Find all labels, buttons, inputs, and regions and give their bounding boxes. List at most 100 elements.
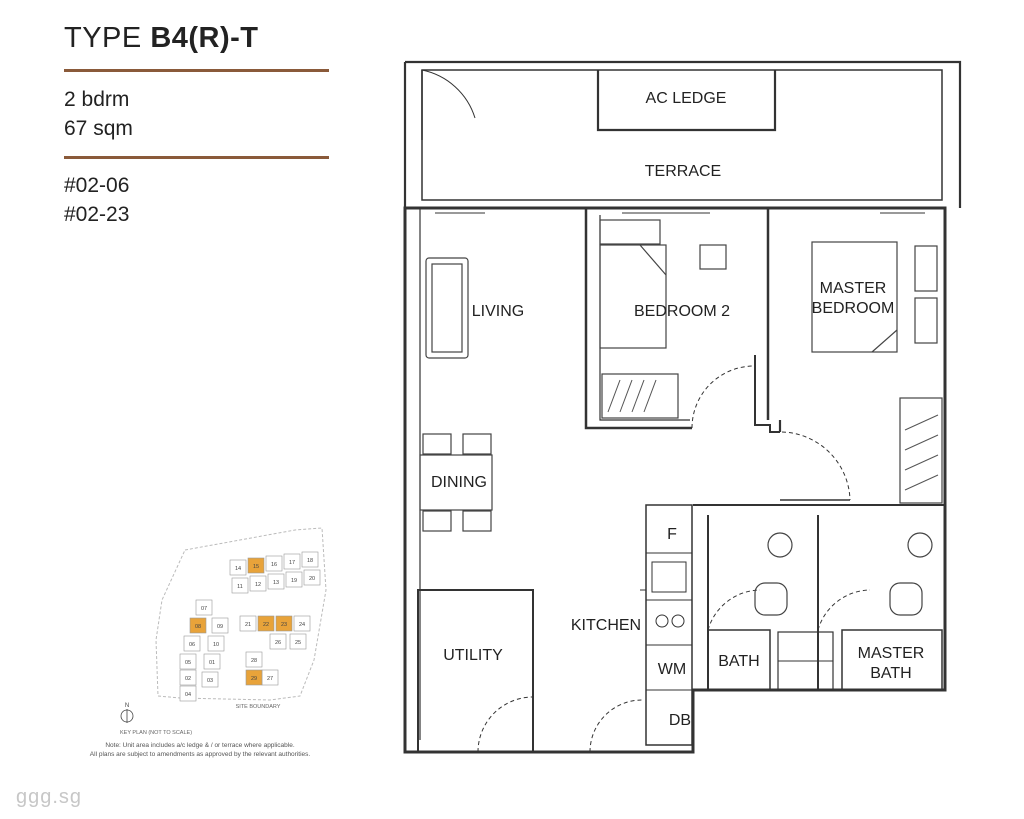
key-plan-block-label: 03 [207,678,213,684]
key-plan-block [179,685,197,702]
key-plan-block [265,555,283,572]
dining-table [419,454,493,511]
divider-top [64,69,329,72]
key-plan-block-label: 14 [235,566,241,572]
key-plan-block-label: 12 [255,582,261,588]
key-plan-block [207,635,225,652]
key-plan-block-label: 08 [195,624,201,630]
key-plan-block [289,633,307,650]
master-bed [811,241,898,353]
key-plan-block [195,599,213,616]
bedroom2-wardrobe [599,219,661,245]
terrace-outer-wall [405,60,962,208]
label-master-bath-2: BATH [870,665,911,682]
key-plan-block [293,615,311,632]
key-plan-block [283,553,301,570]
label-bedroom2: BEDROOM 2 [634,303,730,320]
key-plan-block [275,615,293,632]
label-dining: DINING [431,474,487,491]
unit-outer-wall [403,206,947,754]
key-plan-block-label: 22 [263,622,269,628]
key-plan-block-label: 18 [307,558,313,564]
utility-door-swing [477,696,534,753]
key-plan-block [301,551,319,568]
stove-icon [655,614,669,628]
unit-area: 67 sqm [64,117,133,140]
label-master-bedroom-1: MASTER [820,280,887,297]
bedroom2-table [699,244,727,270]
key-plan-block-label: 13 [273,580,279,586]
key-plan-block [249,575,267,592]
unit-type-title: TYPE B4(R)-T [64,22,259,55]
utility-wall [417,589,534,753]
sink-icon [651,561,687,593]
key-plan-block-label: 07 [201,606,207,612]
key-plan-block [257,615,275,632]
key-plan-block [245,651,263,668]
key-plan-block-label: 20 [309,576,315,582]
key-plan-block [245,669,263,686]
sofa-icon [425,257,469,359]
key-plan-block-label: 19 [291,578,297,584]
unit-number-2: #02-23 [64,203,130,226]
bath-toilet-icon [754,582,788,616]
label-living: LIVING [472,303,524,320]
key-plan-block [269,633,287,650]
key-plan-block-label: 09 [217,624,223,630]
key-plan-block-label: 28 [251,658,257,664]
key-plan-block [239,615,257,632]
type-code: B4(R)-T [150,22,259,54]
key-plan-block-label: 27 [267,676,273,682]
label-master-bath-1: MASTER [858,645,925,662]
site-boundary-label: SITE BOUNDARY [236,704,281,710]
divider-bottom [64,156,329,159]
key-plan-caption: KEY PLAN (NOT TO SCALE) [120,730,192,736]
unit-number-1: #02-06 [64,174,130,197]
key-plan-block [229,559,247,576]
label-db: DB [669,712,691,729]
label-kitchen: KITCHEN [571,617,641,634]
north-label: N [125,703,129,709]
key-plan-block-label: 29 [251,676,257,682]
plan-notes: Note: Unit area includes a/c ledge & / o… [60,741,340,759]
unit-specs: 2 bdrm 67 sqm [64,85,133,143]
key-plan-block [285,571,303,588]
label-fridge: F [667,526,677,543]
label-master-bedroom-2: BEDROOM [812,300,895,317]
master-closet [899,397,943,504]
ac-ledge-wall [596,70,777,132]
key-plan-block [201,671,219,688]
label-bath: BATH [718,653,759,670]
terrace-door-swing [421,69,476,119]
key-plan-block [189,617,207,634]
key-plan-block-label: 25 [295,640,301,646]
master-toilet-icon [889,582,923,616]
kitchen-counter [645,504,693,746]
key-plan-block [203,653,221,670]
bedroom2-door-swing [691,365,755,429]
key-plan-block-label: 10 [213,642,219,648]
key-plan-block [179,653,197,670]
key-plan-block-label: 06 [189,642,195,648]
key-plan-block [247,557,265,574]
label-ac-ledge: AC LEDGE [646,90,727,107]
entrance-door-swing [589,699,643,753]
key-plan-block-label: 11 [237,584,243,590]
key-plan-block-label: 05 [185,660,191,666]
master-basin-icon [907,532,933,558]
bath-basin-icon [767,532,793,558]
key-plan-block-label: 16 [271,562,277,568]
label-washing-machine: WM [658,661,686,678]
note-line-1: Note: Unit area includes a/c ledge & / o… [105,742,295,749]
bedroom2-wall [584,208,692,430]
type-prefix: TYPE [64,22,142,54]
label-terrace: TERRACE [645,163,721,180]
key-plan-block [303,569,321,586]
note-line-2: All plans are subject to amendments as a… [89,751,311,758]
key-plan-block-label: 04 [185,692,191,698]
key-plan-block [267,573,285,590]
key-plan-block [179,669,197,686]
site-boundary-line [155,527,327,701]
key-plan-block-label: 02 [185,676,191,682]
